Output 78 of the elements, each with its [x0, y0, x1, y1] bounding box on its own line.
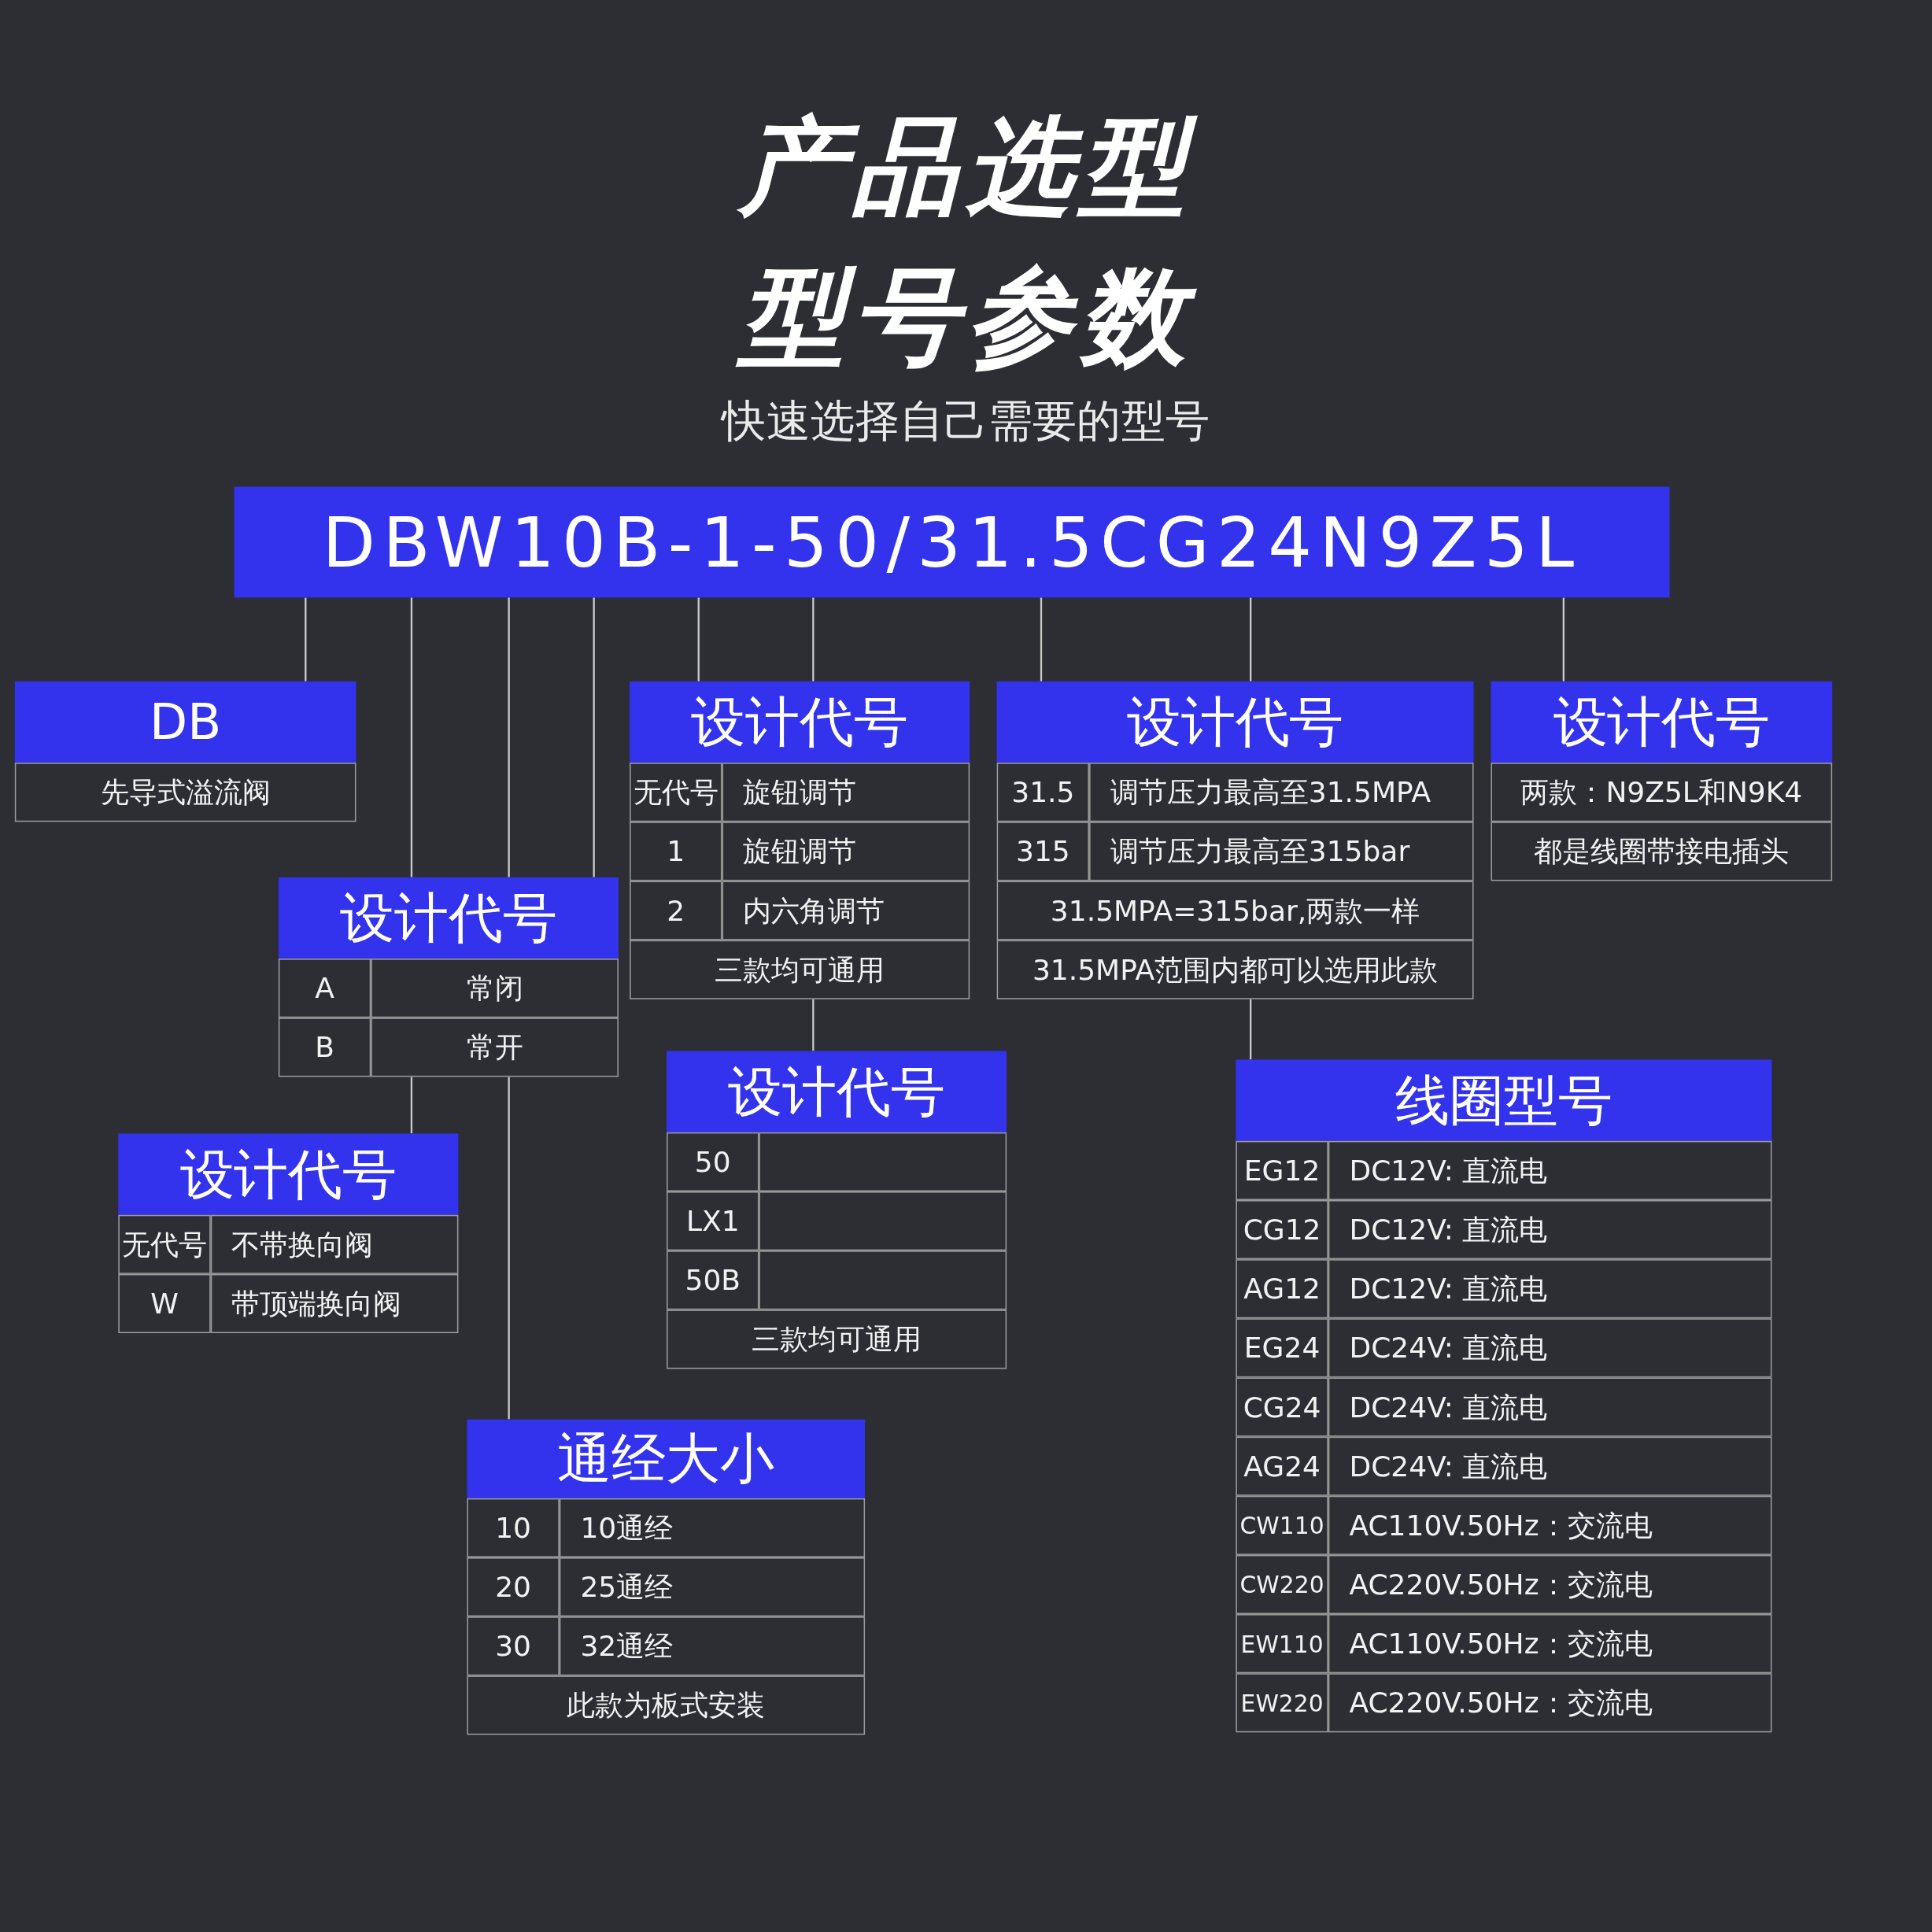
model-code-bar: DBW10B-1-50/31.5CG24N9Z5L: [234, 486, 1670, 598]
table-cell: 三款均可通用: [667, 1310, 1007, 1369]
connector-line: [410, 1077, 413, 1134]
spec-table: [14, 681, 356, 822]
table-cell: AC110V.50Hz：交流电: [1328, 1495, 1772, 1555]
table-cell: AC220V.50Hz：交流电: [1328, 1554, 1772, 1615]
table-cell: 调节压力最高至315bar: [1089, 822, 1474, 881]
spec-table: [118, 1133, 459, 1334]
table-cell: CG24: [1236, 1377, 1328, 1437]
table-cell: 内六角调节: [722, 881, 970, 940]
table-cell: DC24V: 直流电: [1328, 1436, 1772, 1496]
connector-line: [508, 1077, 510, 1420]
table-heading: 通经大小: [467, 1419, 866, 1498]
spec-table: [630, 681, 970, 999]
connector-line: [697, 597, 700, 682]
table-heading: 设计代号: [667, 1051, 1007, 1132]
table-cell: DC12V: 直流电: [1328, 1140, 1772, 1200]
table-heading: DB: [14, 681, 356, 763]
table-heading: 设计代号: [630, 681, 970, 763]
table-cell: 315: [996, 822, 1090, 881]
connector-line: [1562, 597, 1565, 682]
table-cell: 此款为板式安装: [467, 1675, 866, 1735]
table-cell: CG12: [1236, 1200, 1328, 1260]
table-cell: W: [118, 1273, 211, 1334]
table-cell: 带顶端换向阀: [210, 1273, 459, 1334]
spec-table: [278, 877, 619, 1077]
title: 型号参数: [0, 246, 1932, 391]
connector-line: [1040, 597, 1043, 682]
table-cell: AC110V.50Hz：交流电: [1328, 1614, 1772, 1674]
table-heading: 设计代号: [1491, 681, 1833, 763]
table-cell: CW220: [1236, 1554, 1328, 1615]
table-cell: 都是线圈带接电插头: [1491, 822, 1833, 881]
table-cell: 两款：N9Z5L和N9K4: [1491, 763, 1833, 822]
table-cell: LX1: [667, 1191, 759, 1251]
table-heading: 线圈型号: [1236, 1059, 1772, 1141]
table-heading: 设计代号: [278, 877, 619, 959]
spec-table: [996, 681, 1474, 999]
table-cell: B: [278, 1018, 371, 1077]
table-cell: AC220V.50Hz：交流电: [1328, 1673, 1772, 1733]
title: 产品选型: [0, 96, 1932, 241]
table-cell: 先导式溢流阀: [14, 763, 356, 822]
spec-table: [667, 1051, 1007, 1369]
table-heading: 设计代号: [118, 1133, 459, 1215]
table-cell: 旋钮调节: [722, 763, 970, 822]
table-cell: 10通经: [559, 1498, 866, 1558]
spec-table: [1236, 1059, 1772, 1733]
table-heading: 设计代号: [996, 681, 1474, 763]
spec-table: [1491, 681, 1833, 881]
table-cell: 三款均可通用: [630, 940, 970, 999]
connector-line: [508, 597, 510, 877]
connector-line: [305, 597, 307, 682]
table-cell: 31.5: [996, 763, 1090, 822]
table-cell: DC12V: 直流电: [1328, 1259, 1772, 1319]
table-cell: 32通经: [559, 1616, 866, 1676]
connector-line: [1250, 597, 1252, 682]
table-cell: A: [278, 959, 371, 1018]
table-cell: 25通经: [559, 1557, 866, 1617]
connector-line: [812, 597, 815, 682]
table-cell: 31.5MPA范围内都可以选用此款: [996, 940, 1474, 999]
connector-line: [410, 597, 413, 877]
subtitle: 快速选择自己需要的型号: [719, 394, 1211, 448]
connector-line: [593, 597, 595, 877]
table-cell: 50: [667, 1132, 759, 1191]
table-cell: 无代号: [630, 763, 722, 822]
table-cell: 调节压力最高至31.5MPA: [1089, 763, 1474, 822]
connector-line: [1250, 999, 1252, 1060]
table-cell: 旋钮调节: [722, 822, 970, 881]
table-cell: 10: [467, 1498, 560, 1558]
table-cell: 2: [630, 881, 722, 940]
table-cell: DC24V: 直流电: [1328, 1318, 1772, 1378]
table-cell: DC12V: 直流电: [1328, 1200, 1772, 1260]
table-cell: 50B: [667, 1250, 759, 1310]
table-cell: 31.5MPA=315bar,两款一样: [996, 881, 1474, 940]
table-cell: DC24V: 直流电: [1328, 1377, 1772, 1437]
connector-line: [812, 999, 815, 1051]
spec-table: [467, 1419, 866, 1735]
table-cell: 不带换向阀: [210, 1214, 459, 1274]
table-cell: 1: [630, 822, 722, 881]
